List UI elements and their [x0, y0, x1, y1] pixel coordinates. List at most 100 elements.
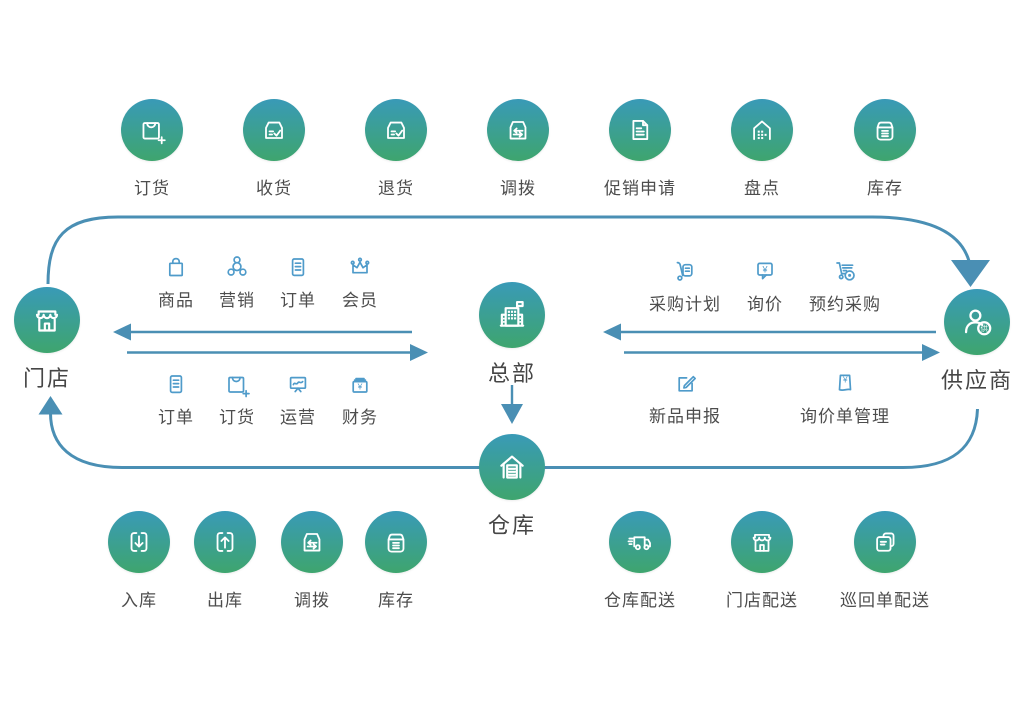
bubble-yen-icon — [750, 256, 780, 286]
flow-item-products: 商品 — [141, 252, 211, 311]
process-item-inventory: 库存 — [825, 99, 945, 199]
flow-item-marketing: 营销 — [202, 252, 272, 311]
flow-item-reserved-purchase: 预约采购 — [795, 256, 895, 315]
outbound-arrow-icon — [194, 511, 256, 573]
supplier-badge-text: 供 — [980, 323, 988, 333]
hq-to-warehouse-arrowhead — [501, 404, 523, 424]
store-to-supplier-top-curve — [46, 215, 971, 285]
flow-item-label: 询价单管理 — [800, 407, 890, 426]
person-badge-icon: 供 — [944, 289, 1010, 355]
warehouse-item-inbound: 入库 — [79, 511, 199, 611]
flow-item-orders-2: 订单 — [141, 369, 211, 428]
bag-plus-icon — [222, 369, 252, 399]
process-label: 仓库配送 — [604, 591, 676, 610]
box-swap-icon — [487, 99, 549, 161]
flow-item-members: 会员 — [325, 252, 395, 311]
flow-item-orders: 订单 — [263, 252, 333, 311]
process-item-stocktake: 盘点 — [702, 99, 822, 199]
node-label: 门店 — [22, 366, 71, 391]
process-item-promotion-request: 促销申请 — [580, 99, 700, 199]
process-item-transfer: 调拨 — [458, 99, 578, 199]
hq-to-store-arrowhead — [113, 323, 131, 341]
node-label: 供应商 — [940, 368, 1013, 393]
node-warehouse: 仓库 — [452, 434, 572, 540]
process-label: 门店配送 — [726, 591, 798, 610]
flow-item-new-product-declaration: 新品申报 — [635, 368, 735, 427]
node-label: 仓库 — [487, 513, 536, 538]
flow-item-label: 预约采购 — [809, 295, 881, 314]
delivery-item-warehouse-delivery: 仓库配送 — [580, 511, 700, 611]
storefront-icon — [731, 511, 793, 573]
flow-item-label: 询价 — [747, 295, 783, 314]
flow-item-label: 营销 — [219, 291, 255, 310]
flow-item-label: 采购计划 — [649, 295, 721, 314]
process-label: 库存 — [378, 591, 414, 610]
node-headquarters: 总部 — [452, 282, 572, 388]
inbound-arrow-icon — [108, 511, 170, 573]
stacked-docs-icon — [854, 511, 916, 573]
flow-item-label: 订货 — [219, 408, 255, 427]
process-label: 盘点 — [744, 179, 780, 198]
warehouse-item-transfer: 调拨 — [252, 511, 372, 611]
document-icon — [609, 99, 671, 161]
process-item-receiving: 收货 — [214, 99, 334, 199]
storage-box-icon — [854, 99, 916, 161]
process-label: 库存 — [867, 179, 903, 198]
warehouse-item-inventory: 库存 — [336, 511, 456, 611]
process-label: 巡回单配送 — [840, 591, 930, 610]
flow-item-operations: 运营 — [263, 369, 333, 428]
warehouse-icon — [479, 434, 545, 500]
bag-plus-icon — [121, 99, 183, 161]
delivery-item-route-delivery: 巡回单配送 — [825, 511, 945, 611]
box-check-icon — [243, 99, 305, 161]
flow-item-label: 订单 — [158, 408, 194, 427]
delivery-truck-icon — [609, 511, 671, 573]
shopping-bag-icon — [161, 252, 191, 282]
crown-icon — [345, 252, 375, 282]
store-to-hq-arrowhead — [410, 344, 428, 361]
flow-item-ordering: 订货 — [202, 369, 272, 428]
process-label: 退货 — [378, 179, 414, 198]
process-label: 调拨 — [500, 179, 536, 198]
clipboard-icon — [161, 369, 191, 399]
flow-item-purchase-plan: 采购计划 — [635, 256, 735, 315]
flow-item-label: 新品申报 — [649, 407, 721, 426]
flow-item-label: 订单 — [280, 291, 316, 310]
presentation-chart-icon — [283, 369, 313, 399]
supplier-to-hq-arrowhead — [603, 323, 621, 341]
warehouse-item-outbound: 出库 — [165, 511, 285, 611]
store-up-arrowhead — [38, 396, 63, 415]
flow-item-price-inquiry: 询价 — [730, 256, 800, 315]
clipboard-icon — [283, 252, 313, 282]
node-supplier: 供 供应商 — [917, 289, 1025, 395]
process-label: 出库 — [207, 591, 243, 610]
process-label: 调拨 — [294, 591, 330, 610]
process-item-returns: 退货 — [336, 99, 456, 199]
process-label: 入库 — [121, 591, 157, 610]
group-circles-icon — [222, 252, 252, 282]
storage-box-icon — [365, 511, 427, 573]
trolley-doc-icon — [670, 256, 700, 286]
pencil-box-icon — [670, 368, 700, 398]
stocktake-house-icon — [731, 99, 793, 161]
flow-item-label: 运营 — [280, 408, 316, 427]
delivery-item-store-delivery: 门店配送 — [702, 511, 822, 611]
hq-to-supplier-arrowhead — [922, 344, 940, 361]
box-check-icon — [365, 99, 427, 161]
cart-clock-icon — [830, 256, 860, 286]
process-label: 促销申请 — [604, 179, 676, 198]
page-yen-icon — [830, 368, 860, 398]
process-label: 收货 — [256, 179, 292, 198]
flow-item-label: 商品 — [158, 291, 194, 310]
node-store: 门店 — [0, 287, 107, 393]
supplier-down-arrowhead — [951, 260, 990, 287]
process-label: 订货 — [134, 179, 170, 198]
flow-item-label: 财务 — [342, 408, 378, 427]
process-item-ordering: 订货 — [92, 99, 212, 199]
hq-building-flag-icon — [479, 282, 545, 348]
node-label: 总部 — [487, 361, 536, 386]
flow-item-finance: 财务 — [325, 369, 395, 428]
flow-item-inquiry-management: 询价单管理 — [785, 368, 905, 427]
cashbox-yen-icon — [345, 369, 375, 399]
